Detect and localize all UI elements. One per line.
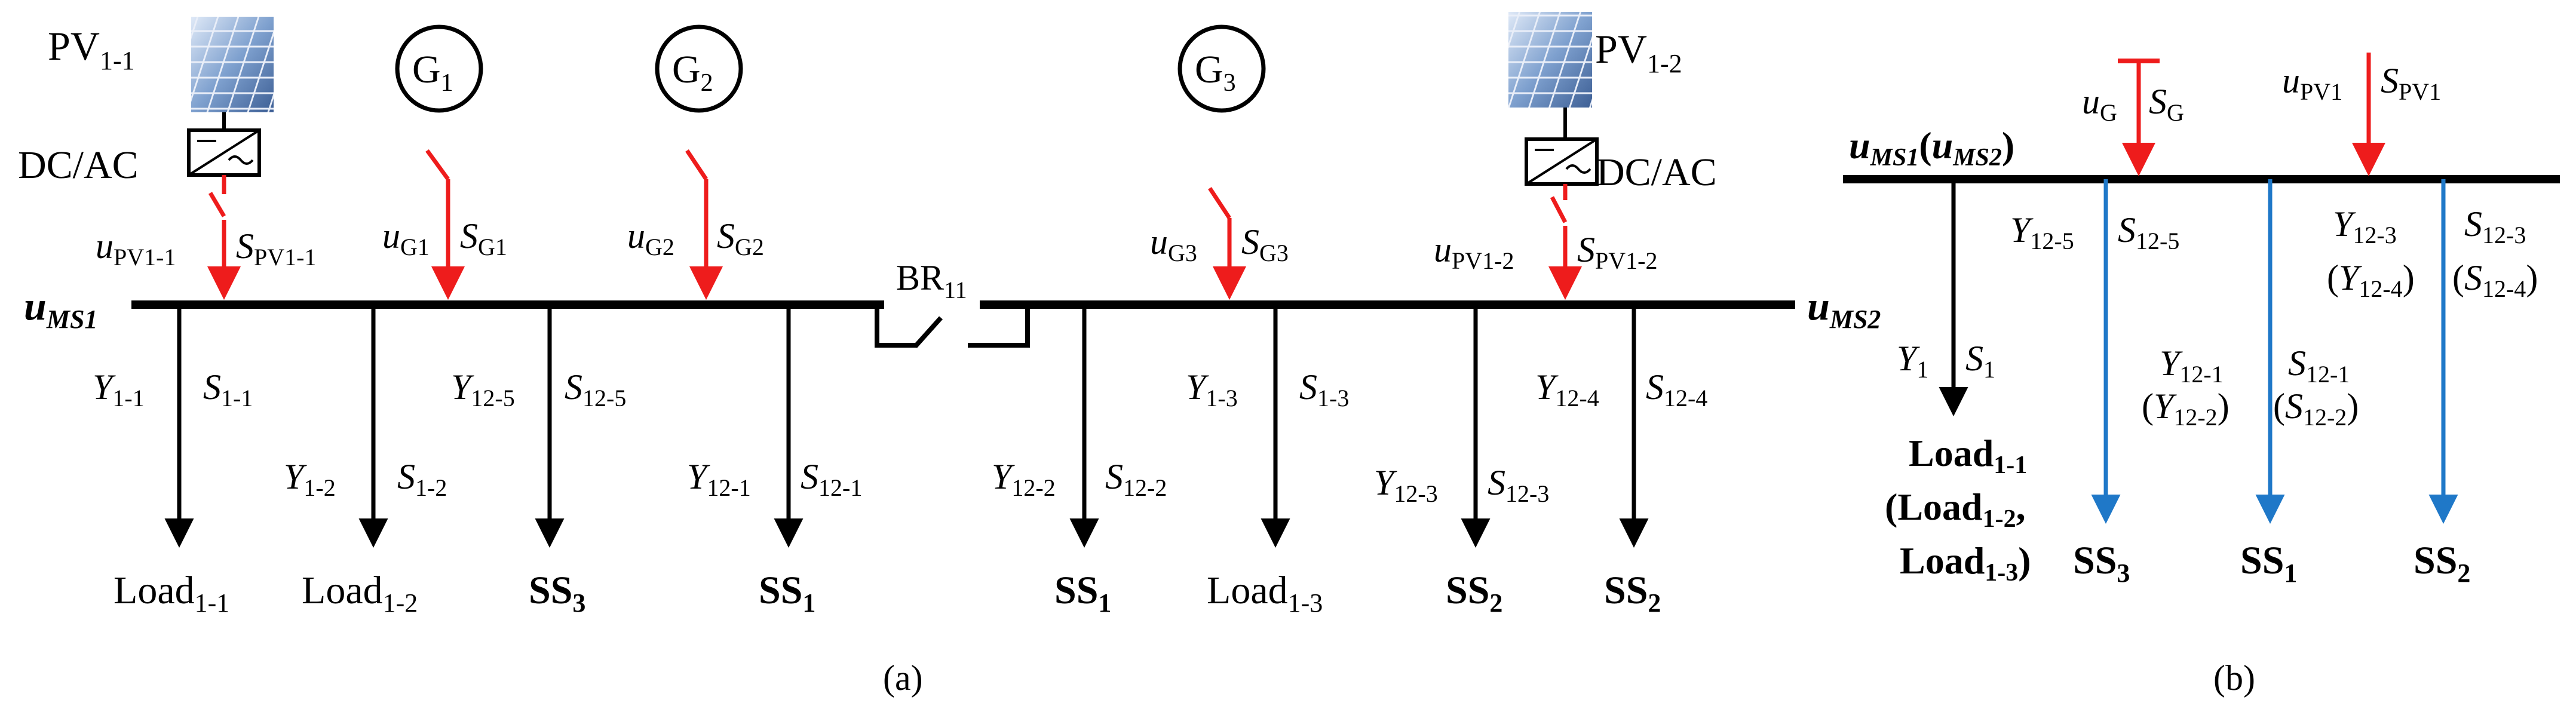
b-ss1-feeder: Y12-1 S12-1 (Y12-2) (S12-2) SS1 — [2142, 179, 2359, 588]
svg-text:(S12-4): (S12-4) — [2452, 258, 2538, 302]
feeder-3-destination: SS1 — [759, 569, 815, 618]
svg-text:S12-5: S12-5 — [565, 367, 626, 412]
g2-power-label: SG2 — [717, 216, 764, 260]
pv12-switch — [1550, 196, 1568, 223]
feeder-1: Y1-2 S1-2 Load1-2 — [284, 305, 447, 618]
svg-text:Y12-2: Y12-2 — [992, 457, 1056, 501]
feeder-2-destination: SS3 — [529, 569, 585, 618]
b-gen-voltage-label: uG — [2082, 82, 2117, 126]
b-load-line3: Load1-3) — [1900, 539, 2031, 587]
svg-text:S1-2: S1-2 — [397, 457, 447, 501]
g3-power-label: SG3 — [1241, 222, 1289, 266]
bus-tie-breaker — [875, 305, 1030, 348]
b-ss2-feeder: Y12-3 S12-3 (Y12-4) (S12-4) SS2 — [2327, 179, 2538, 588]
svg-text:S12-1: S12-1 — [2288, 343, 2350, 388]
svg-text:S1-1: S1-1 — [203, 367, 253, 412]
pv11-converter-label: DC/AC — [18, 143, 139, 187]
pv-panel-1-2-icon — [1508, 12, 1592, 108]
svg-text:Y1-2: Y1-2 — [284, 457, 336, 501]
feeder-7-destination: SS2 — [1604, 569, 1661, 618]
g3-switch — [1208, 187, 1231, 219]
pv-panel-1-1-icon — [191, 17, 274, 112]
svg-text:Y1: Y1 — [1897, 339, 1928, 383]
feeder-5-destination: Load1-3 — [1207, 569, 1323, 618]
svg-text:Y12-1: Y12-1 — [2160, 343, 2224, 388]
svg-text:Y1-1: Y1-1 — [93, 367, 145, 412]
svg-text:S12-4: S12-4 — [1646, 367, 1707, 412]
g1-switch — [425, 149, 450, 181]
feeder-0: Y1-1 S1-1 Load1-1 — [93, 305, 253, 618]
svg-text:(S12-2): (S12-2) — [2273, 386, 2359, 431]
svg-text:S12-5: S12-5 — [2118, 210, 2179, 254]
dcac-converter-1-icon — [187, 128, 261, 177]
pv12-power-label: SPV1-2 — [1577, 230, 1657, 274]
g3-voltage-label: uG3 — [1150, 222, 1197, 266]
caption-b: (b) — [2213, 658, 2255, 698]
svg-text:Y12-5: Y12-5 — [451, 367, 515, 412]
b-ss1-destination: SS1 — [2240, 539, 2297, 588]
svg-text:S12-3: S12-3 — [2464, 204, 2526, 248]
svg-text:(Y12-4): (Y12-4) — [2327, 258, 2415, 302]
bus-ms2-label: uMS2 — [1807, 283, 1881, 334]
pv12-label: PV1-2 — [1595, 26, 1682, 78]
b-ss3-feeder: Y12-5 S12-5 SS3 — [2010, 179, 2179, 588]
feeder-1-destination: Load1-2 — [302, 569, 418, 618]
g1-power-label: SG1 — [460, 216, 507, 260]
b-ss2-destination: SS2 — [2414, 539, 2470, 588]
breaker-label: BR11 — [896, 258, 967, 303]
g2-switch — [685, 149, 708, 180]
svg-text:S1-3: S1-3 — [1299, 367, 1349, 412]
b-pv-voltage-label: uPV1 — [2282, 61, 2342, 105]
feeder-6: Y12-3 S12-3 SS2 — [1374, 305, 1549, 618]
b-pv-power-label: SPV1 — [2381, 61, 2441, 105]
g2-voltage-label: uG2 — [627, 216, 674, 260]
b-gen-power-label: SG — [2149, 82, 2184, 126]
pv11-switch — [208, 192, 226, 217]
generator-g2-icon — [655, 24, 743, 113]
g3-label: G3 — [1195, 48, 1236, 97]
g1-label: G1 — [412, 48, 453, 97]
feeder-4: Y12-2 S12-2 SS1 — [992, 305, 1167, 618]
pv11-voltage-label: uPV1-1 — [96, 226, 176, 271]
svg-text:S12-1: S12-1 — [801, 457, 862, 501]
g1-voltage-label: uG1 — [382, 216, 430, 260]
svg-text:Y1-3: Y1-3 — [1186, 367, 1238, 412]
pv12-voltage-label: uPV1-2 — [1434, 230, 1514, 274]
b-load-line2: (Load1-2, — [1885, 486, 2026, 533]
b-load-line1: Load1-1 — [1909, 432, 2027, 479]
svg-text:Y12-5: Y12-5 — [2010, 210, 2074, 254]
svg-text:S1: S1 — [1965, 339, 1995, 383]
svg-text:Y12-3: Y12-3 — [1374, 463, 1438, 507]
panel-b: uMS1(uMS2) uG SG uPV1 SPV1 Y1 S1 Load1-1… — [1843, 53, 2560, 698]
generator-g1-icon — [395, 24, 483, 113]
svg-text:Y12-3: Y12-3 — [2333, 204, 2397, 248]
feeder-6-destination: SS2 — [1446, 569, 1502, 618]
bus-b-label: uMS1(uMS2) — [1849, 124, 2014, 171]
pv11-power-label: SPV1-1 — [236, 226, 316, 271]
pv12-converter-label: DC/AC — [1596, 151, 1717, 194]
bus-ms1-label: uMS1 — [24, 283, 97, 334]
dcac-converter-2-icon — [1525, 137, 1599, 186]
feeder-3: Y12-1 S12-1 SS1 — [687, 305, 862, 618]
b-load-feeder: Y1 S1 Load1-1 (Load1-2, Load1-3) — [1885, 179, 2031, 587]
svg-text:(Y12-2): (Y12-2) — [2142, 386, 2230, 431]
svg-text:Y12-4: Y12-4 — [1535, 367, 1599, 412]
feeder-4-destination: SS1 — [1054, 569, 1111, 618]
feeder-2: Y12-5 S12-5 SS3 — [451, 305, 626, 618]
feeder-5: Y1-3 S1-3 Load1-3 — [1186, 305, 1349, 618]
b-ss3-destination: SS3 — [2073, 539, 2130, 588]
caption-a: (a) — [883, 658, 923, 698]
panel-a: uMS1 uMS2 BR11 PV1-1 DC/AC uPV1-1 SPV1-1 — [18, 12, 1881, 698]
svg-text:Y12-1: Y12-1 — [687, 457, 751, 501]
feeder-0-destination: Load1-1 — [114, 569, 229, 618]
svg-text:S12-2: S12-2 — [1105, 457, 1167, 501]
g2-label: G2 — [672, 48, 713, 97]
svg-text:S12-3: S12-3 — [1488, 463, 1549, 507]
generator-g3-icon — [1177, 24, 1266, 113]
feeder-7: Y12-4 S12-4 SS2 — [1535, 305, 1707, 618]
pv11-label: PV1-1 — [48, 23, 135, 75]
